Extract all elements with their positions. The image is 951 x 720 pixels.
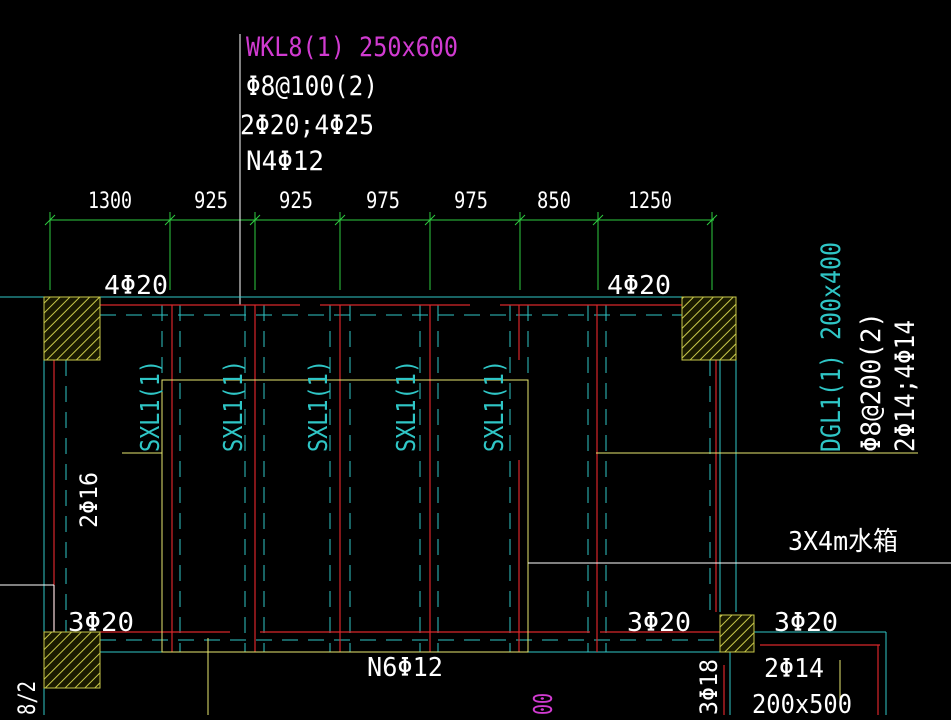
- rebar-label-top-right: 4Φ20: [607, 271, 671, 301]
- rebar-label-top-left: 4Φ20: [104, 271, 168, 301]
- magenta-partial-label: 00: [529, 693, 559, 715]
- column-bottom-left: [43, 631, 101, 689]
- secondary-beam-label: SXL1(1): [304, 360, 334, 452]
- column-top-right: [681, 296, 737, 361]
- right-beam-bars: 2Φ14;4Φ14: [890, 320, 921, 452]
- secondary-beam-label: SXL1(1): [392, 360, 422, 452]
- dimension-text: 975: [366, 189, 400, 214]
- rebar-label-bottom-right: 3Φ20: [774, 608, 838, 638]
- dimension-lines: [44, 212, 718, 290]
- column-top-left: [43, 296, 101, 361]
- rebar-label-left-partial: 8/2: [13, 681, 41, 715]
- dimension-text: 925: [194, 189, 228, 214]
- dimension-texts: 1300 925 925 975 975 850 1250: [88, 189, 672, 214]
- secondary-beam-label: SXL1(1): [480, 360, 510, 452]
- right-beam-stirrup: Φ8@200(2): [856, 312, 887, 452]
- beam-label-name: WKL8(1) 250x600: [246, 32, 458, 63]
- water-tank-outline: [122, 379, 918, 715]
- dimension-text: 1300: [88, 189, 132, 214]
- rebar-label-bottom-mid-right: 3Φ20: [627, 608, 691, 638]
- dimension-text: 975: [454, 189, 488, 214]
- rebar-label-right-lower-size: 200x500: [752, 690, 852, 715]
- rebar-lines: [53, 304, 880, 715]
- dimension-text: 925: [279, 189, 313, 214]
- rebar-label-lower-right-partial: 3Φ18: [695, 659, 723, 715]
- rebar-label-bottom-center: N6Φ12: [367, 653, 443, 683]
- secondary-beam-label: SXL1(1): [136, 360, 166, 452]
- beam-label-side-bars: N4Φ12: [246, 146, 324, 177]
- dimension-text: 850: [537, 189, 571, 214]
- rebar-label-right-lower: 2Φ14: [764, 654, 824, 684]
- leader-lines: [0, 562, 951, 632]
- rebar-label-bottom-left: 3Φ20: [68, 608, 134, 638]
- water-tank-label: 3X4m水箱: [788, 527, 898, 557]
- beam-label-main-bars: 2Φ20;4Φ25: [240, 110, 374, 141]
- columns: [43, 296, 755, 689]
- column-bottom-right: [719, 614, 755, 653]
- secondary-beam-labels: SXL1(1) SXL1(1) SXL1(1) SXL1(1) SXL1(1): [136, 360, 510, 452]
- beam-label-stirrup: Φ8@100(2): [246, 71, 378, 102]
- dimension-text: 1250: [628, 189, 672, 214]
- right-beam-name: DGL1(1) 200x400: [816, 242, 847, 452]
- dashed-beam-lines: [65, 305, 720, 652]
- secondary-beam-label: SXL1(1): [219, 360, 249, 452]
- rebar-label-left-vertical: 2Φ16: [75, 472, 103, 528]
